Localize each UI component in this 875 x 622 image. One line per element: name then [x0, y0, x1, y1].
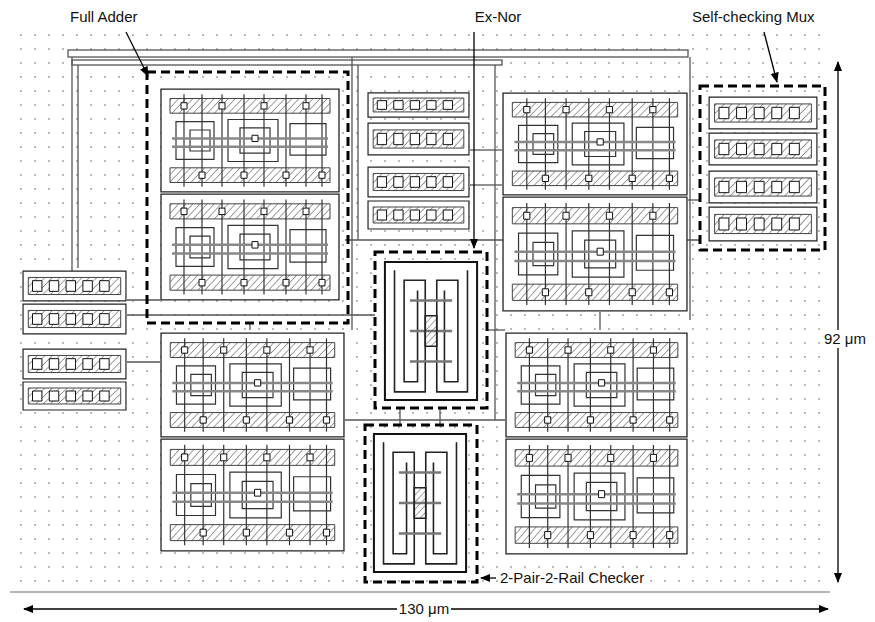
dimension-label: 130 μm: [397, 600, 451, 618]
grid-dots: [8, 32, 830, 590]
block-label: Full Adder: [68, 8, 140, 26]
dimension-arrow: [24, 62, 838, 609]
block-outline: [147, 72, 825, 582]
standard-cells: [23, 89, 817, 572]
leader-arrow: [126, 32, 777, 578]
block-label: Ex-Nor: [473, 8, 524, 26]
block-label: Self-checking Mux: [690, 8, 817, 26]
routing-wires: [10, 50, 830, 592]
block-label: 2-Pair-2-Rail Checker: [498, 569, 646, 587]
dimension-label: 92 μm: [822, 330, 868, 348]
